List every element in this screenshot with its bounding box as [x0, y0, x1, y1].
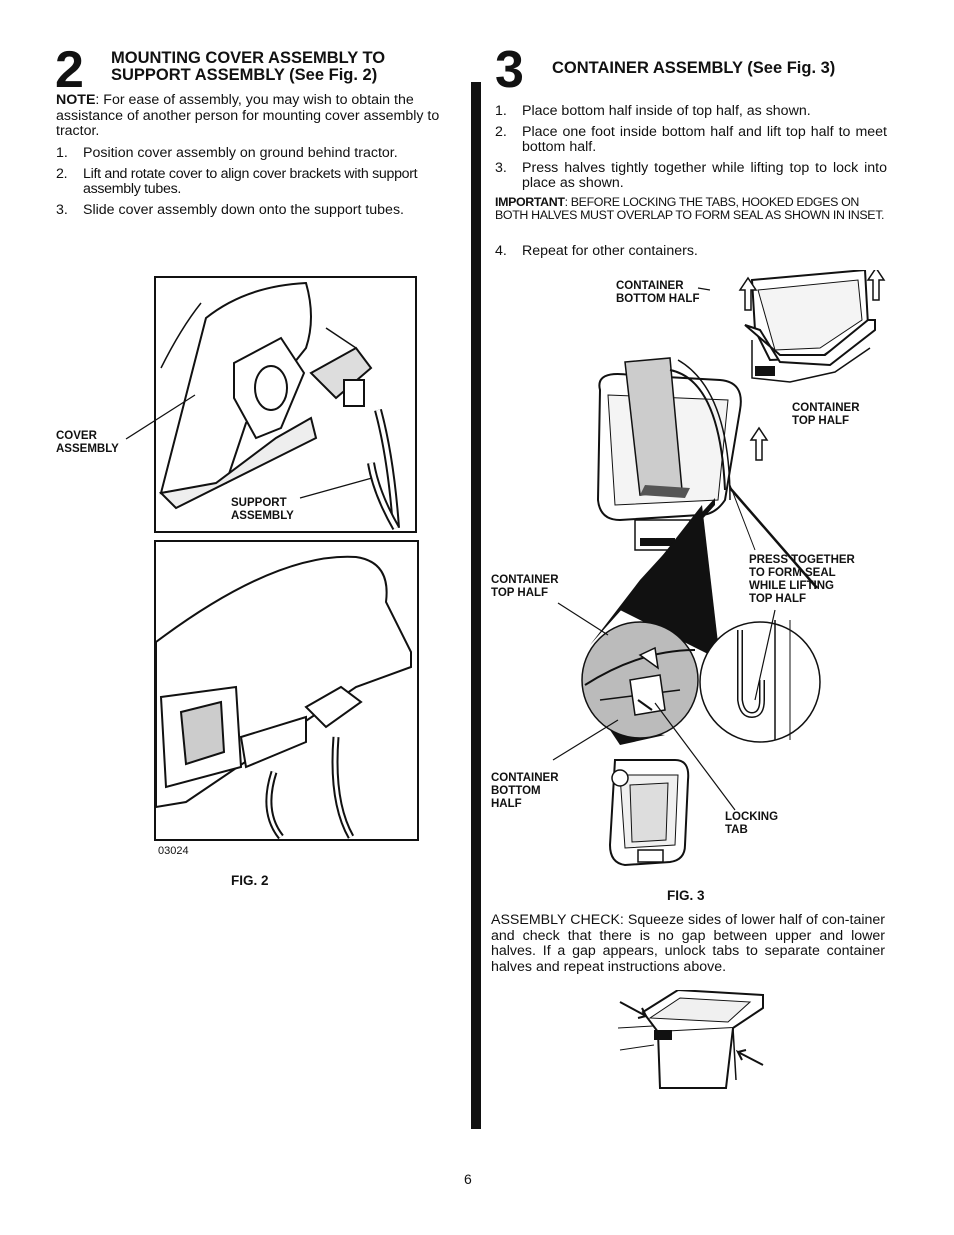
label-container-bottom-half-left: CONTAINER BOTTOM HALF	[491, 772, 559, 810]
label-container-bottom-half-top: CONTAINER BOTTOM HALF	[616, 280, 700, 305]
step-2-title-line2: SUPPORT ASSEMBLY (See Fig. 2)	[111, 66, 378, 84]
label-locking-tab: LOCKING TAB	[725, 811, 779, 836]
fig3-caption: FIG. 3	[667, 888, 705, 903]
step-3-number: 3	[495, 41, 524, 99]
assembly-check: ASSEMBLY CHECK: Squeeze sides of lower h…	[491, 912, 885, 975]
fig3-leader-lines	[552, 287, 818, 811]
step-2-title: MOUNTING COVER ASSEMBLY TO SUPPORT ASSEM…	[111, 50, 461, 84]
step-2-instructions: 1.Position cover assembly on ground behi…	[56, 145, 451, 223]
list-item: 4.Repeat for other containers.	[495, 243, 698, 259]
fig2-leader-lines	[125, 394, 373, 499]
list-item: 1.Place bottom half inside of top half, …	[495, 103, 811, 119]
step-3-instructions: 1.Place bottom half inside of top half, …	[495, 103, 887, 197]
fig2-caption: FIG. 2	[231, 873, 269, 888]
step-2-number: 2	[55, 41, 84, 99]
step-3-instruction-4: 4.Repeat for other containers.	[495, 243, 887, 265]
column-divider	[471, 82, 481, 1129]
label-support-assembly: SUPPORT ASSEMBLY	[231, 497, 294, 522]
fig3-illustration	[581, 270, 886, 867]
important-text: : BEFORE LOCKING THE TABS, HOOKED EDGES …	[495, 195, 885, 223]
fig2-bottom-illustration	[154, 540, 419, 841]
note-label: NOTE	[56, 92, 96, 108]
list-item: 1.Position cover assembly on ground behi…	[56, 145, 398, 161]
list-item: 2.Place one foot inside bottom half and …	[495, 123, 887, 155]
important-note: IMPORTANT: BEFORE LOCKING THE TABS, HOOK…	[495, 195, 887, 223]
label-press-together: PRESS TOGETHER TO FORM SEAL WHILE LIFTIN…	[749, 554, 855, 605]
step-2-title-line1: MOUNTING COVER ASSEMBLY TO	[111, 49, 386, 67]
list-item: 3.Slide cover assembly down onto the sup…	[56, 201, 404, 218]
step-2-note: NOTE: For ease of assembly, you may wish…	[56, 92, 451, 140]
note-text: : For ease of assembly, you may wish to …	[56, 92, 440, 139]
assembly-check-illustration	[618, 990, 764, 1089]
important-label: IMPORTANT	[495, 195, 565, 209]
list-item: 2.Lift and rotate cover to align cover b…	[56, 165, 418, 197]
label-container-top-half-left: CONTAINER TOP HALF	[491, 574, 559, 599]
step-3-title: CONTAINER ASSEMBLY (See Fig. 3)	[552, 59, 836, 77]
page-number: 6	[464, 1171, 472, 1187]
list-item: 3.Press halves tightly together while li…	[495, 159, 887, 191]
fig2-top-illustration	[154, 276, 417, 533]
label-cover-assembly: COVER ASSEMBLY	[56, 430, 119, 455]
label-container-top-half-right: CONTAINER TOP HALF	[792, 402, 860, 427]
part-code: 03024	[158, 845, 189, 857]
